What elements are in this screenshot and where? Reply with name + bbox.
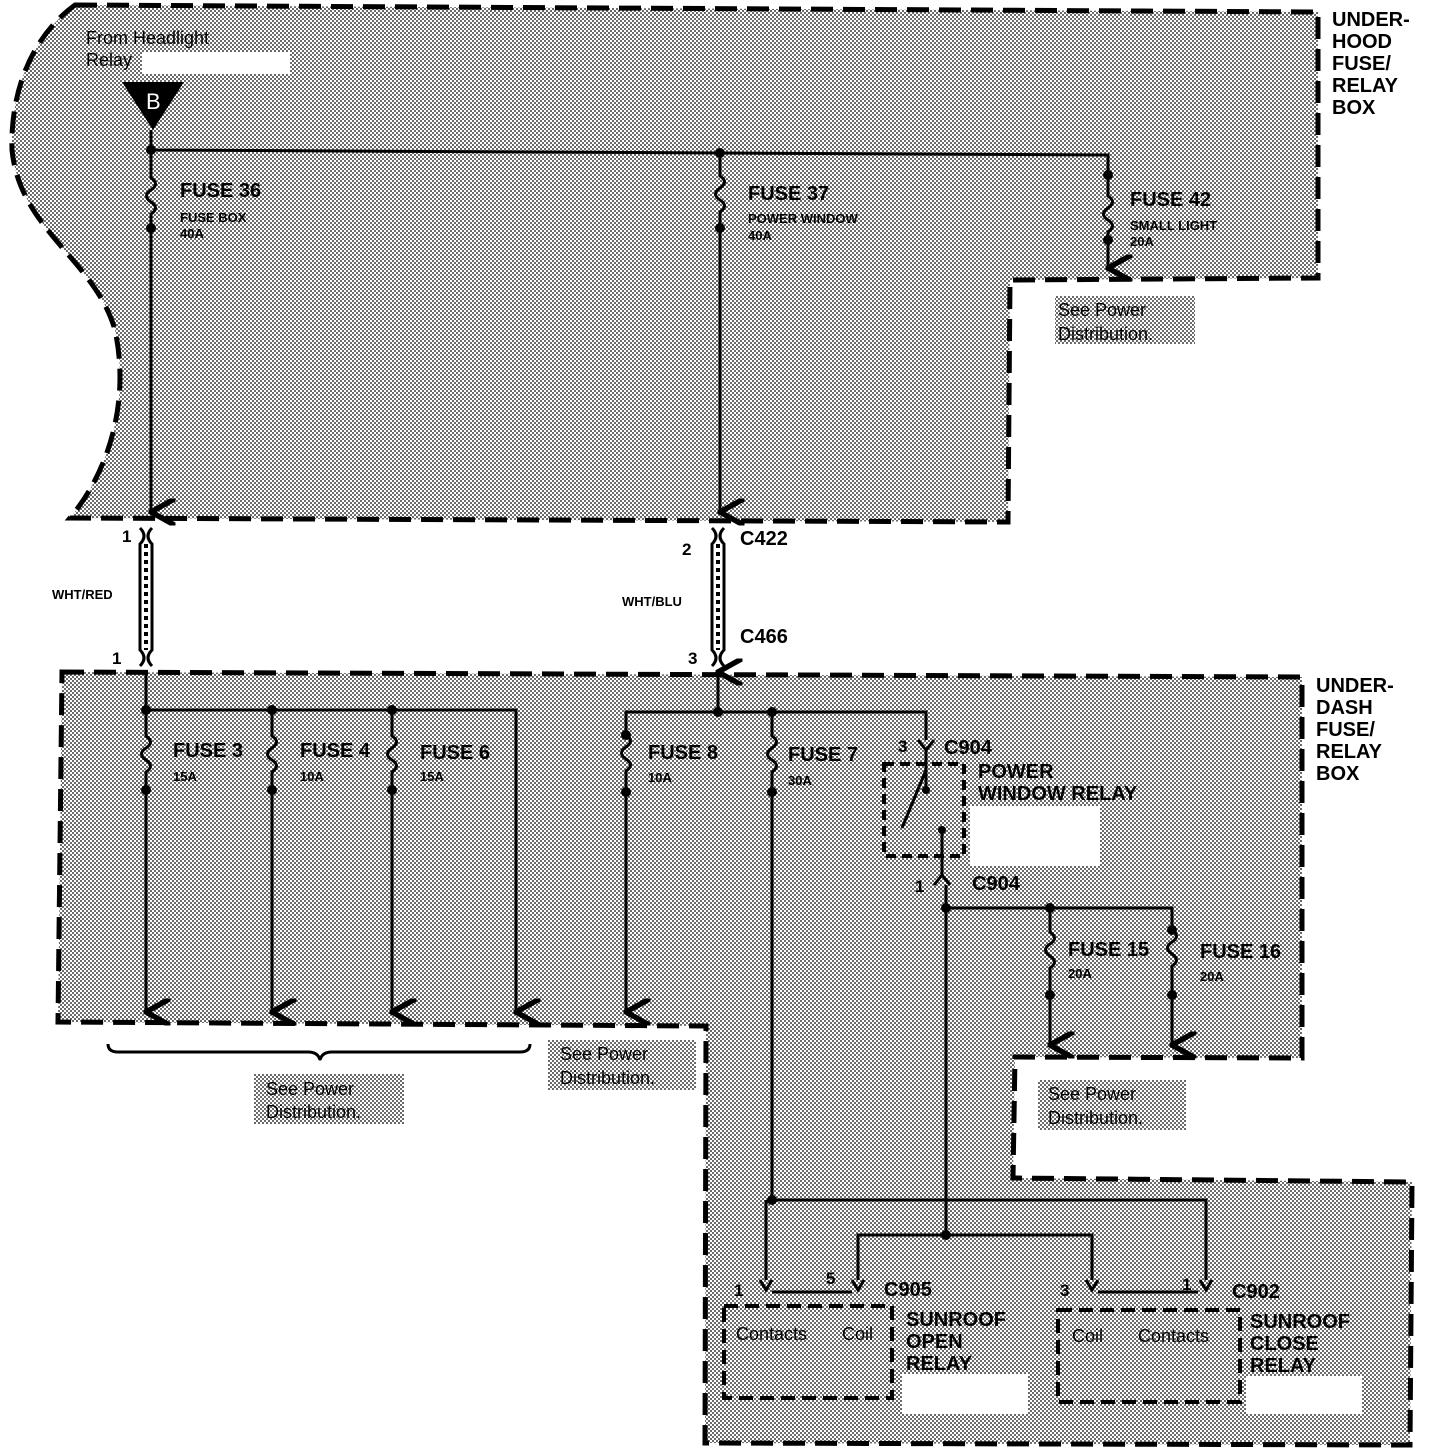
fuse-6 — [386, 710, 397, 1012]
svg-text:BOX: BOX — [1332, 97, 1376, 119]
relay-pin-3: 3 — [898, 737, 907, 756]
fuse-42-rating: 20A — [1130, 234, 1154, 249]
close-relay-name-line2: CLOSE — [1250, 1333, 1319, 1355]
sunroof-close-relay-box — [1056, 1308, 1242, 1404]
fuse-4-name: FUSE 4 — [300, 740, 371, 762]
fuse-3 — [140, 710, 151, 1012]
svg-text:HOOD: HOOD — [1332, 31, 1392, 53]
source-label-line1: From Headlight — [86, 28, 209, 48]
underhood-box-label: UNDER- HOOD FUSE/ RELAY BOX — [1332, 9, 1410, 119]
wire-color-right: WHT/BLU — [622, 594, 682, 609]
close-relay-name-line1: SUNROOF — [1250, 1311, 1350, 1333]
fuse-8-name: FUSE 8 — [648, 742, 718, 764]
fuse-4 — [266, 710, 277, 1012]
close-relay-contacts-label: Contacts — [1138, 1326, 1209, 1346]
fuse-37 — [714, 153, 725, 512]
open-relay-name-line2: OPEN — [906, 1331, 963, 1353]
svg-text:UNDER-: UNDER- — [1332, 9, 1410, 31]
note-left-line1: See Power — [266, 1079, 354, 1099]
open-relay-name-line1: SUNROOF — [906, 1309, 1006, 1331]
relay-pin-1: 1 — [915, 877, 924, 896]
c422-pin-1: 1 — [122, 527, 131, 546]
underhood-note-line2: Distribution. — [1058, 324, 1153, 344]
fuse-42-circuit: SMALL LIGHT — [1130, 218, 1217, 233]
note-left-line2: Distribution. — [266, 1102, 361, 1122]
fuse-7-name: FUSE 7 — [788, 744, 858, 766]
fuse-7 — [766, 712, 778, 1200]
open-relay-contacts-label: Contacts — [736, 1324, 807, 1344]
c422-pin-2: 2 — [682, 540, 691, 559]
fuse-3-rating: 15A — [173, 769, 197, 784]
svg-text:DASH: DASH — [1316, 697, 1373, 719]
underdash-box-label: UNDER- DASH FUSE/ RELAY BOX — [1316, 675, 1394, 785]
svg-text:RELAY: RELAY — [1316, 741, 1383, 763]
power-window-relay — [882, 739, 966, 886]
connector-c905: C905 — [884, 1279, 932, 1301]
note-mid-line1: See Power — [560, 1044, 648, 1064]
underhood-note-line1: See Power — [1058, 300, 1146, 320]
svg-text:UNDER-: UNDER- — [1316, 675, 1394, 697]
note-right-line1: See Power — [1048, 1084, 1136, 1104]
relay-connector-top: C904 — [944, 737, 993, 759]
fuse-16 — [1166, 925, 1177, 1045]
open-relay-coil-label: Coil — [842, 1324, 873, 1344]
c902-pins — [1084, 1279, 1214, 1294]
c905-pin-5: 5 — [826, 1269, 835, 1288]
sunroof-open-relay-box — [722, 1304, 894, 1400]
fuse-37-circuit: POWER WINDOW — [748, 211, 858, 226]
fuse-16-name: FUSE 16 — [1200, 941, 1281, 963]
c902-pin-1: 1 — [1182, 1275, 1191, 1294]
fuse-36-circuit: FUSE BOX — [180, 210, 247, 225]
relay-name-line1: POWER — [978, 761, 1054, 783]
fuse-3-name: FUSE 3 — [173, 740, 243, 762]
underhood-fuse-box — [9, 2, 1321, 525]
close-relay-coil-label: Coil — [1072, 1326, 1103, 1346]
fuse-8 — [620, 730, 631, 1012]
note-mid-line2: Distribution. — [560, 1068, 655, 1088]
svg-text:B: B — [146, 89, 161, 114]
fuse-15-name: FUSE 15 — [1068, 939, 1149, 961]
fuse-8-rating: 10A — [648, 770, 672, 785]
fuse-15 — [1044, 908, 1055, 1045]
fuse-42 — [1102, 175, 1113, 268]
note-right-line2: Distribution. — [1048, 1108, 1143, 1128]
c902-pin-3: 3 — [1060, 1281, 1069, 1300]
fuse-36-name: FUSE 36 — [180, 180, 261, 202]
harness-wht-blu — [710, 526, 726, 668]
fuse-15-rating: 20A — [1068, 966, 1092, 981]
c466-pin-3: 3 — [688, 649, 697, 668]
fuse-7-rating: 30A — [788, 773, 812, 788]
fuse-36-rating: 40A — [180, 226, 204, 241]
svg-text:BOX: BOX — [1316, 763, 1360, 785]
open-relay-name-line3: RELAY — [906, 1353, 973, 1375]
terminal-b-icon: B — [122, 82, 184, 130]
svg-text:FUSE/: FUSE/ — [1316, 719, 1375, 741]
close-relay-name-line3: RELAY — [1250, 1355, 1317, 1377]
fuse-6-rating: 15A — [420, 769, 444, 784]
c905-pin-1: 1 — [734, 1281, 743, 1300]
fuse-42-name: FUSE 42 — [1130, 189, 1211, 211]
connector-c902: C902 — [1232, 1281, 1280, 1303]
relay-name-line2: WINDOW RELAY — [978, 783, 1138, 805]
c905-pins — [758, 1279, 866, 1294]
harness-wht-red — [138, 526, 154, 668]
connector-c422: C422 — [740, 528, 788, 550]
fuse-16-rating: 20A — [1200, 969, 1224, 984]
fuse-6-name: FUSE 6 — [420, 742, 490, 764]
source-label-line2: Relay — [86, 50, 132, 70]
c466-pin-1: 1 — [112, 649, 121, 668]
relay-connector-bottom: C904 — [972, 873, 1021, 895]
connector-c466: C466 — [740, 626, 788, 648]
fuse-4-rating: 10A — [300, 769, 324, 784]
fuse-36 — [145, 150, 156, 512]
svg-text:RELAY: RELAY — [1332, 75, 1399, 97]
wire-color-left: WHT/RED — [52, 587, 113, 602]
fuse-37-name: FUSE 37 — [748, 183, 829, 205]
fuse-37-rating: 40A — [748, 228, 772, 243]
svg-text:FUSE/: FUSE/ — [1332, 53, 1391, 75]
